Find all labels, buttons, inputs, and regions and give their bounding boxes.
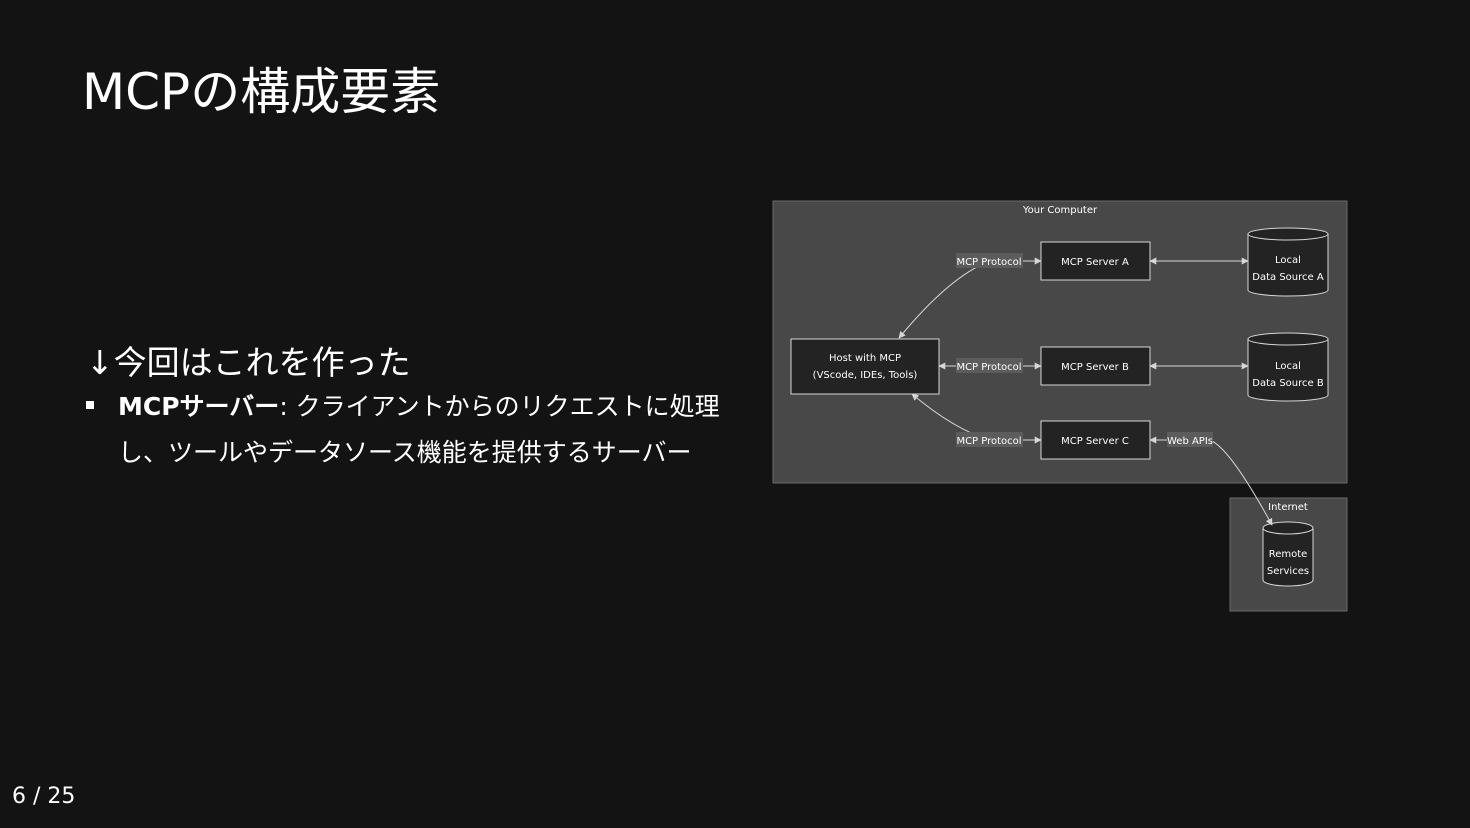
internet-group-label: Internet (1268, 502, 1308, 513)
edge-label-protocol-c: MCP Protocol (956, 436, 1021, 447)
edge-label-bg-c (956, 432, 1023, 447)
server-a-node (1040, 241, 1151, 281)
bullet-list: MCPサーバー: クライアントからのリクエストに処理し、ツールやデータソース機能… (86, 384, 726, 476)
edge-label-protocol-b: MCP Protocol (956, 362, 1021, 373)
data-source-b-cylinder (1247, 332, 1329, 402)
page-counter: 6 / 25 (12, 784, 76, 809)
data-source-a-label-line2: Data Source A (1252, 272, 1324, 283)
host-node-label-line1: Host with MCP (829, 353, 901, 364)
edge-label-web-apis: Web APIs (1167, 436, 1213, 447)
remote-services-label-line2: Services (1267, 566, 1309, 577)
edge-label-bg-b (956, 358, 1023, 373)
edge-label-protocol-a: MCP Protocol (956, 257, 1021, 268)
edge-label-bg-a (956, 253, 1023, 268)
bullet-term: MCPサーバー (118, 392, 280, 421)
subheading: ↓今回はこれを作った (86, 343, 411, 382)
host-node (790, 338, 940, 395)
data-source-b-label-line1: Local (1275, 361, 1301, 372)
data-source-a-label-line1: Local (1275, 255, 1301, 266)
server-a-label: MCP Server A (1061, 257, 1129, 268)
remote-services-label-line1: Remote (1269, 549, 1308, 560)
server-b-label: MCP Server B (1061, 362, 1129, 373)
edge-label-bg-web (1167, 432, 1213, 447)
slide-title: MCPの構成要素 (82, 63, 441, 121)
remote-services-cylinder (1262, 521, 1314, 587)
data-source-a-cylinder (1247, 227, 1329, 297)
bullet-text: : クライアントからのリクエストに処理し、ツールやデータソース機能を提供するサー… (118, 392, 720, 467)
host-node-label-line2: (VScode, IDEs, Tools) (813, 370, 918, 381)
data-source-b-label-line2: Data Source B (1252, 378, 1324, 389)
server-c-node (1040, 420, 1151, 460)
server-c-label: MCP Server C (1061, 436, 1129, 447)
bullet-item: MCPサーバー: クライアントからのリクエストに処理し、ツールやデータソース機能… (86, 384, 726, 476)
square-bullet-icon (86, 401, 94, 409)
computer-group-label: Your Computer (1022, 205, 1098, 216)
server-b-node (1040, 346, 1151, 386)
